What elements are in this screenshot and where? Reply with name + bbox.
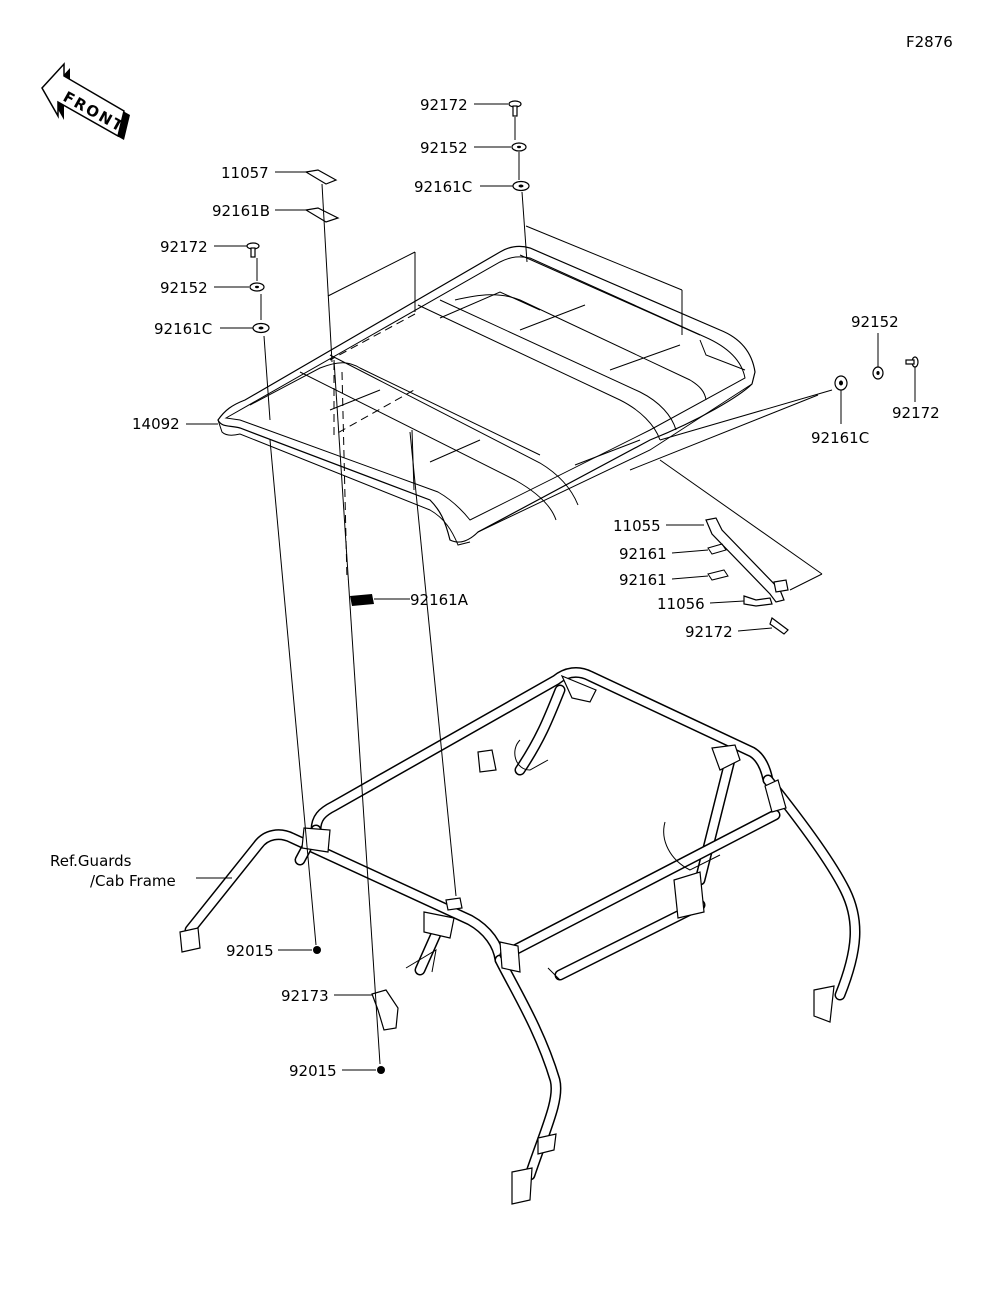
callout-labels: 92172 92152 92161C 11057 92161B 92172 92… [50, 96, 940, 1080]
callout-label[interactable]: 92152 [851, 313, 899, 331]
callout-label[interactable]: 14092 [132, 415, 180, 433]
callout-label[interactable]: 92161 [619, 545, 667, 563]
washer-92161c-right[interactable] [834, 375, 848, 391]
callout-label[interactable]: 92152 [420, 139, 468, 157]
bracket-assembly-right[interactable] [705, 517, 789, 635]
washer-92152-left[interactable] [249, 282, 265, 292]
washer-92152-top[interactable] [511, 142, 527, 152]
callout-label[interactable]: 92161 [619, 571, 667, 589]
bracket-11057[interactable] [304, 169, 338, 185]
washer-92152-right[interactable] [872, 366, 884, 380]
hidden-lines [329, 313, 416, 581]
callout-label[interactable]: 92015 [226, 942, 274, 960]
nut-92015-lower[interactable] [377, 1066, 385, 1074]
leader-lines [186, 103, 916, 1071]
callout-label[interactable]: 92172 [685, 623, 733, 641]
reference-line-2: /Cab Frame [90, 872, 176, 890]
front-arrow-icon: FRONT [41, 62, 130, 140]
roof-panel[interactable] [217, 245, 756, 546]
nut-92015-upper[interactable] [313, 946, 321, 954]
callout-label[interactable]: 92161C [811, 429, 869, 447]
washer-92161c-top[interactable] [512, 180, 530, 192]
callout-label[interactable]: 92161C [154, 320, 212, 338]
reference-line-1: Ref.Guards [50, 852, 132, 870]
pad-92161a[interactable] [350, 594, 374, 606]
callout-label[interactable]: 11057 [221, 164, 269, 182]
callout-label[interactable]: 92172 [892, 404, 940, 422]
callout-label[interactable]: 92173 [281, 987, 329, 1005]
callout-label[interactable]: 92161C [414, 178, 472, 196]
screw-92172-right[interactable] [905, 356, 919, 368]
callout-label[interactable]: 92172 [420, 96, 468, 114]
callout-label[interactable]: 92015 [289, 1062, 337, 1080]
callout-label[interactable]: 92161A [410, 591, 469, 609]
callout-label[interactable]: 11056 [657, 595, 705, 613]
callout-label[interactable]: 92161B [212, 202, 270, 220]
bracket-92173[interactable] [371, 989, 399, 1031]
callout-label[interactable]: 92172 [160, 238, 208, 256]
callout-label[interactable]: 11055 [613, 517, 661, 535]
figure-code: F2876 [906, 33, 953, 51]
screw-92172-left[interactable] [246, 242, 260, 258]
cab-frame [179, 667, 861, 1205]
washer-92161c-left[interactable] [252, 322, 270, 334]
callout-label[interactable]: 92152 [160, 279, 208, 297]
screw-92172-top[interactable] [508, 100, 522, 117]
gasket-92161b[interactable] [304, 207, 340, 223]
